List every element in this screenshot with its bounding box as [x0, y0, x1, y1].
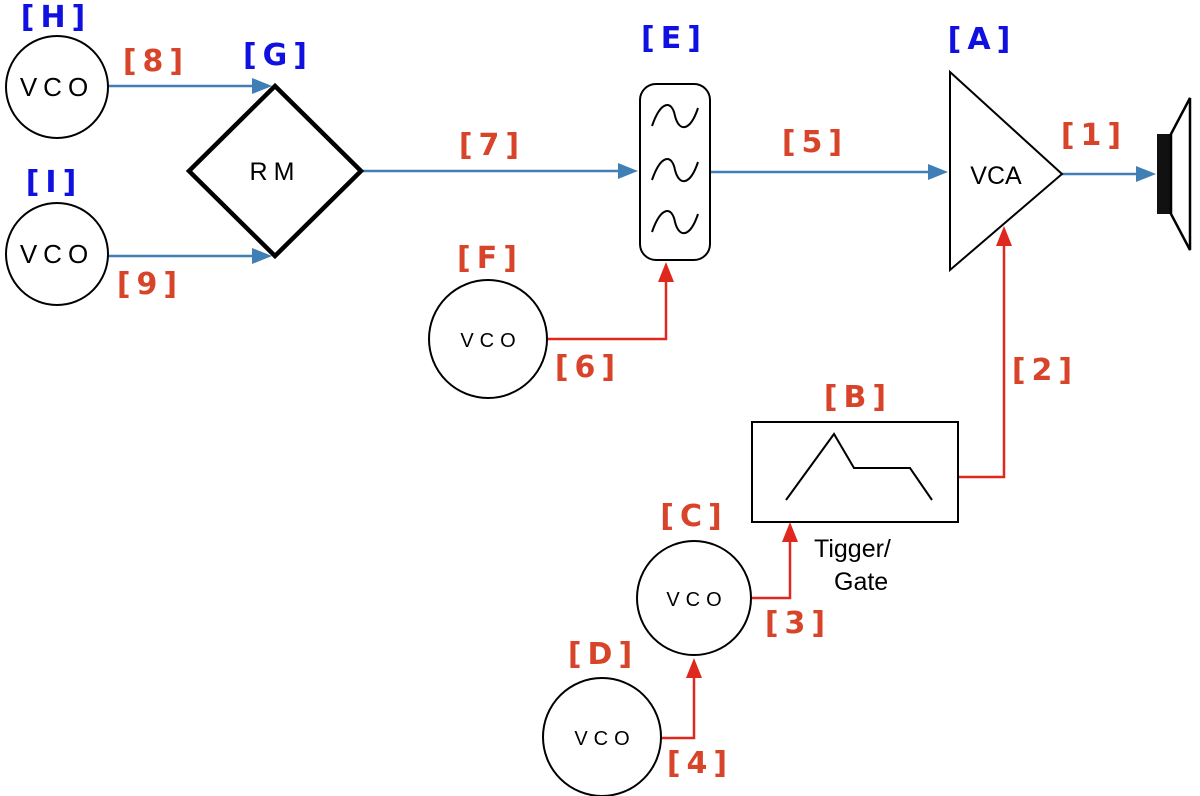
module-b-envelope: [B] Tigger/ Gate: [751, 380, 959, 596]
module-i-name: VCO: [20, 239, 94, 269]
module-e-tag: [E]: [641, 21, 707, 56]
connection-label-7: [7]: [459, 128, 525, 163]
arrowhead-wire-2: [996, 226, 1012, 246]
wire-2: [958, 244, 1006, 479]
connection-label-5: [5]: [782, 125, 848, 160]
wire-6: [546, 280, 668, 341]
module-c-tag: [C]: [660, 499, 727, 534]
wire-4: [660, 676, 696, 740]
connection-label-2: [2]: [1012, 353, 1078, 388]
arrowhead-wire-1: [1136, 166, 1156, 182]
module-h-tag: [H]: [21, 0, 92, 35]
wire-3: [752, 540, 792, 600]
module-h-vco: VCO [H]: [5, 0, 109, 139]
module-b-caption-line1: Tigger/: [814, 535, 891, 563]
module-c-vco: VCO [C]: [636, 499, 752, 656]
module-g-tag: [G]: [243, 38, 313, 73]
module-h-name: VCO: [20, 72, 94, 102]
module-c-name: VCO: [666, 589, 727, 611]
arrowhead-wire-6: [658, 262, 674, 282]
connection-label-3: [3]: [765, 606, 831, 641]
module-i-vco: VCO [I]: [5, 165, 109, 306]
module-f-tag: [F]: [457, 241, 523, 276]
module-b-caption-line2: Gate: [834, 568, 888, 596]
connection-label-8: [8]: [123, 44, 189, 79]
module-g-name: RM: [250, 158, 301, 186]
arrowhead-wire-9: [252, 248, 272, 264]
module-d-name: VCO: [574, 728, 635, 750]
module-f-name: VCO: [460, 330, 521, 352]
module-d-vco: VCO [D]: [542, 637, 662, 796]
module-g-ring-modulator: RM [G]: [185, 38, 365, 260]
module-a-vca: VCA [A]: [948, 22, 1064, 273]
sine-wave-icon: [651, 158, 699, 182]
sine-wave-icon: [651, 104, 699, 128]
arrowhead-wire-3: [782, 522, 798, 542]
arrowhead-wire-5: [928, 164, 948, 180]
connection-label-6: [6]: [555, 350, 621, 385]
envelope-shape-icon: [785, 432, 933, 501]
arrowhead-wire-8: [252, 78, 272, 94]
module-a-tag: [A]: [948, 22, 1017, 57]
arrowhead-wire-7: [618, 163, 638, 179]
sine-wave-icon: [651, 210, 699, 234]
control-wires: [546, 226, 1012, 740]
connection-label-9: [9]: [117, 267, 183, 302]
module-a-name: VCA: [970, 162, 1022, 190]
audio-wires: [108, 78, 1156, 264]
connection-label-4: [4]: [667, 746, 733, 781]
module-b-tag: [B]: [824, 380, 892, 415]
module-i-tag: [I]: [26, 165, 83, 200]
module-e-filter: [E]: [639, 21, 711, 261]
connection-label-1: [1]: [1061, 118, 1127, 153]
connection-labels: [8] [9] [7] [5] [1] [6] [2] [3] [4]: [117, 44, 1127, 781]
arrowhead-wire-4: [686, 658, 702, 678]
module-f-vco: VCO [F]: [428, 241, 548, 399]
speaker-icon: [1157, 97, 1192, 251]
module-d-tag: [D]: [568, 637, 638, 672]
